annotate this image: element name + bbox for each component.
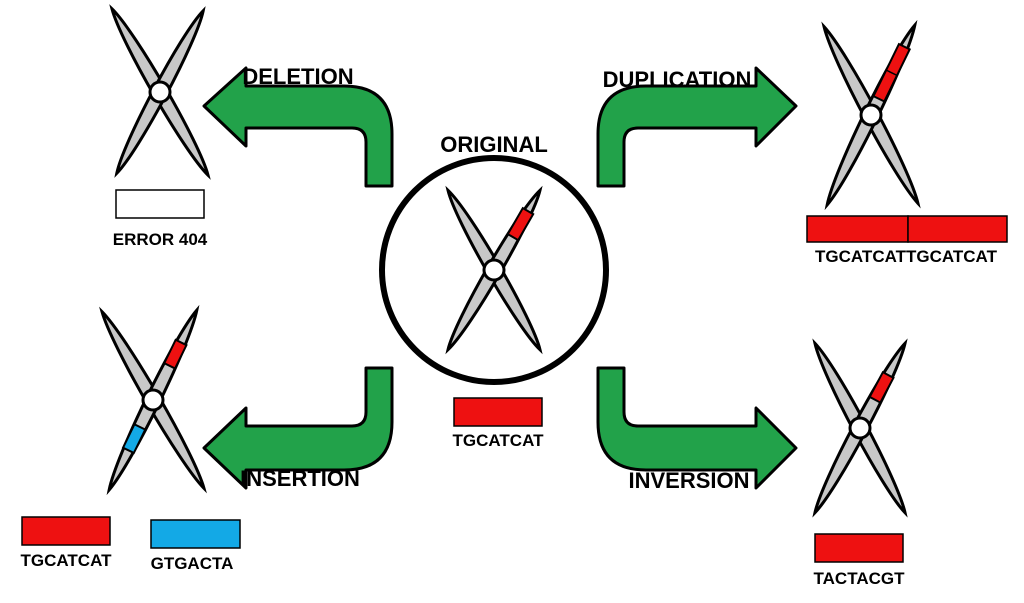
- insertion-chromosome: [99, 304, 207, 496]
- duplication-arrow: [596, 66, 798, 188]
- duplication-label: DUPLICATION: [603, 67, 752, 92]
- inversion-sequence: TACTACGT: [814, 569, 906, 588]
- duplication-gene-bar-2: [907, 215, 1008, 243]
- deletion-gene-bar: [115, 189, 205, 219]
- insertion-gene-bar-blue: [150, 519, 241, 549]
- inversion-label: INVERSION: [628, 468, 749, 493]
- inversion-chromosome: [812, 338, 908, 518]
- deletion-chromosome: [109, 4, 211, 180]
- insertion-gene-bar-red: [21, 516, 111, 546]
- deletion-sequence: ERROR 404: [113, 230, 208, 249]
- original-gene-bar: [453, 397, 543, 427]
- insertion-sequence-b: GTGACTA: [151, 554, 234, 573]
- original-sequence: TGCATCAT: [453, 431, 545, 450]
- insertion-arrow: [202, 366, 394, 490]
- deletion-arrow: [202, 66, 394, 188]
- duplication-chromosome: [821, 19, 921, 211]
- duplication-sequence: TGCATCATTGCATCAT: [815, 247, 998, 266]
- insertion-sequence-a: TGCATCAT: [21, 551, 113, 570]
- original-chromosome: [445, 185, 543, 355]
- original-label: ORIGINAL: [440, 132, 548, 157]
- inversion-gene-bar: [814, 533, 904, 563]
- duplication-gene-bar-1: [806, 215, 909, 243]
- inversion-arrow: [596, 366, 798, 490]
- insertion-label: INSERTION: [240, 466, 360, 491]
- deletion-label: DELETION: [242, 64, 353, 89]
